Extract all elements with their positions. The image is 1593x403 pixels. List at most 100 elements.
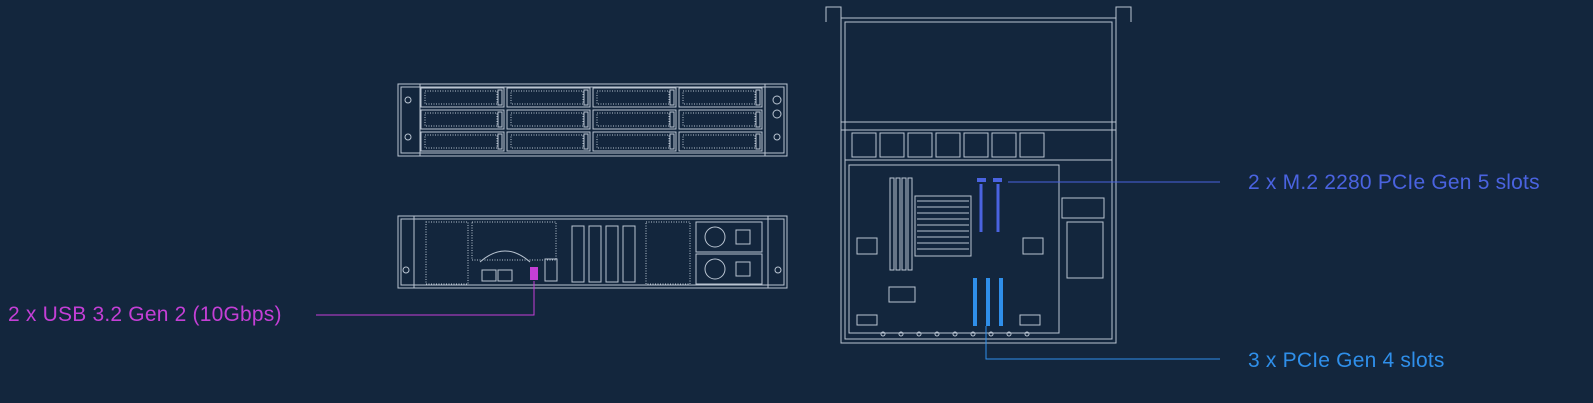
front-chassis-inner bbox=[400, 86, 785, 154]
dimm-slot bbox=[901, 177, 907, 271]
drive-bay-latch bbox=[755, 111, 761, 128]
psu-power-inlet bbox=[735, 229, 751, 245]
psu-bay bbox=[1066, 221, 1104, 279]
pcie-slot-highlight bbox=[973, 278, 977, 326]
rear-lan-port bbox=[481, 269, 497, 282]
psu-fan bbox=[704, 258, 726, 280]
rear-io-bracket bbox=[1019, 314, 1041, 326]
system-fan bbox=[851, 132, 877, 158]
front-ear-hole bbox=[773, 133, 781, 141]
chassis-rear-view bbox=[397, 215, 788, 289]
dimm-slot bbox=[907, 177, 913, 271]
system-fan bbox=[879, 132, 905, 158]
rear-lan-port bbox=[497, 269, 513, 282]
drive-bay bbox=[420, 131, 505, 152]
motherboard-outline bbox=[848, 164, 1060, 334]
drive-bay-latch bbox=[497, 89, 503, 106]
drive-bay-latch bbox=[755, 133, 761, 150]
front-ear-hole bbox=[404, 96, 412, 104]
drive-bay bbox=[592, 87, 677, 108]
drive-bay-grille bbox=[596, 112, 670, 127]
drive-bay-grille bbox=[510, 112, 584, 127]
system-fan bbox=[991, 132, 1017, 158]
rear-right-ear bbox=[767, 215, 788, 289]
io-connector bbox=[1024, 331, 1030, 337]
drive-bay-grille bbox=[682, 90, 756, 105]
io-connector bbox=[898, 331, 904, 337]
drive-bay-grille bbox=[596, 134, 670, 149]
drive-bay bbox=[592, 109, 677, 130]
drive-bay-grille bbox=[682, 112, 756, 127]
rear-expansion-slot bbox=[605, 225, 619, 283]
drive-bay-latch bbox=[583, 111, 589, 128]
system-fan bbox=[935, 132, 961, 158]
m2-slot-highlight bbox=[977, 178, 986, 182]
system-fan bbox=[963, 132, 989, 158]
dimm-slot bbox=[895, 177, 901, 271]
drive-bay-latch bbox=[497, 111, 503, 128]
front-ear-button bbox=[772, 109, 782, 119]
drive-bay-latch bbox=[669, 111, 675, 128]
rear-ear-hole bbox=[402, 266, 410, 274]
io-connector bbox=[970, 331, 976, 337]
top-chassis-outline bbox=[840, 17, 1117, 344]
drive-bay bbox=[678, 109, 763, 130]
drive-bay-latch bbox=[497, 133, 503, 150]
rear-vent-right bbox=[645, 221, 691, 285]
drive-bay bbox=[420, 87, 505, 108]
pcb-bracket bbox=[856, 237, 878, 255]
drive-bay bbox=[678, 131, 763, 152]
system-fan bbox=[1019, 132, 1045, 158]
psu-power-inlet bbox=[735, 261, 751, 277]
drive-bay-latch bbox=[669, 133, 675, 150]
usb-leader-line bbox=[316, 281, 535, 316]
rear-expansion-slot bbox=[571, 225, 585, 283]
front-right-ear bbox=[764, 83, 788, 157]
io-connector bbox=[988, 331, 994, 337]
drive-bay-grille bbox=[510, 90, 584, 105]
drive-bay bbox=[506, 109, 591, 130]
chassis-top-view bbox=[825, 6, 1132, 344]
system-fan bbox=[907, 132, 933, 158]
io-connector bbox=[916, 331, 922, 337]
callout-leader-lines bbox=[316, 181, 1220, 360]
pcie-leader-line bbox=[985, 326, 1220, 360]
drive-bay-grille bbox=[424, 112, 498, 127]
rear-vent-left bbox=[425, 221, 469, 285]
io-connector bbox=[880, 331, 886, 337]
rear-expansion-slot bbox=[622, 225, 636, 283]
rear-ear-hole bbox=[774, 266, 782, 274]
usb-ports-highlight bbox=[530, 267, 538, 280]
pcie-slot-highlight bbox=[986, 278, 990, 326]
drive-bay-latch bbox=[583, 89, 589, 106]
rear-port-stack bbox=[544, 258, 558, 282]
rear-io-bracket bbox=[856, 314, 878, 326]
rear-chassis-inner bbox=[400, 218, 785, 286]
rear-io-shroud bbox=[479, 250, 531, 263]
psu-connector-block bbox=[1061, 197, 1105, 219]
dimm-slot bbox=[889, 177, 895, 271]
drive-bay bbox=[506, 131, 591, 152]
drive-bay-grille bbox=[424, 134, 498, 149]
m2-callout-label: 2 x M.2 2280 PCIe Gen 5 slots bbox=[1248, 171, 1540, 194]
drive-bay bbox=[420, 109, 505, 130]
drive-bay-grille bbox=[682, 134, 756, 149]
top-chassis-inner bbox=[844, 21, 1113, 340]
cpu-heatsink bbox=[914, 195, 972, 257]
pcb-bracket bbox=[1022, 237, 1044, 255]
chipset-heatsink bbox=[888, 286, 916, 303]
usb-callout-label: 2 x USB 3.2 Gen 2 (10Gbps) bbox=[8, 303, 282, 326]
drive-bay-latch bbox=[669, 89, 675, 106]
rack-handle-left bbox=[825, 6, 842, 22]
rear-psu-top bbox=[695, 221, 763, 253]
rear-psu-bottom bbox=[695, 253, 763, 285]
drive-bay-grille bbox=[510, 134, 584, 149]
io-connector bbox=[1006, 331, 1012, 337]
drive-bay bbox=[506, 87, 591, 108]
rear-io-vent bbox=[471, 221, 557, 261]
front-left-ear bbox=[397, 83, 421, 157]
front-ear-button bbox=[772, 95, 782, 105]
chassis-front-view bbox=[397, 83, 788, 157]
drive-bay-latch bbox=[755, 89, 761, 106]
